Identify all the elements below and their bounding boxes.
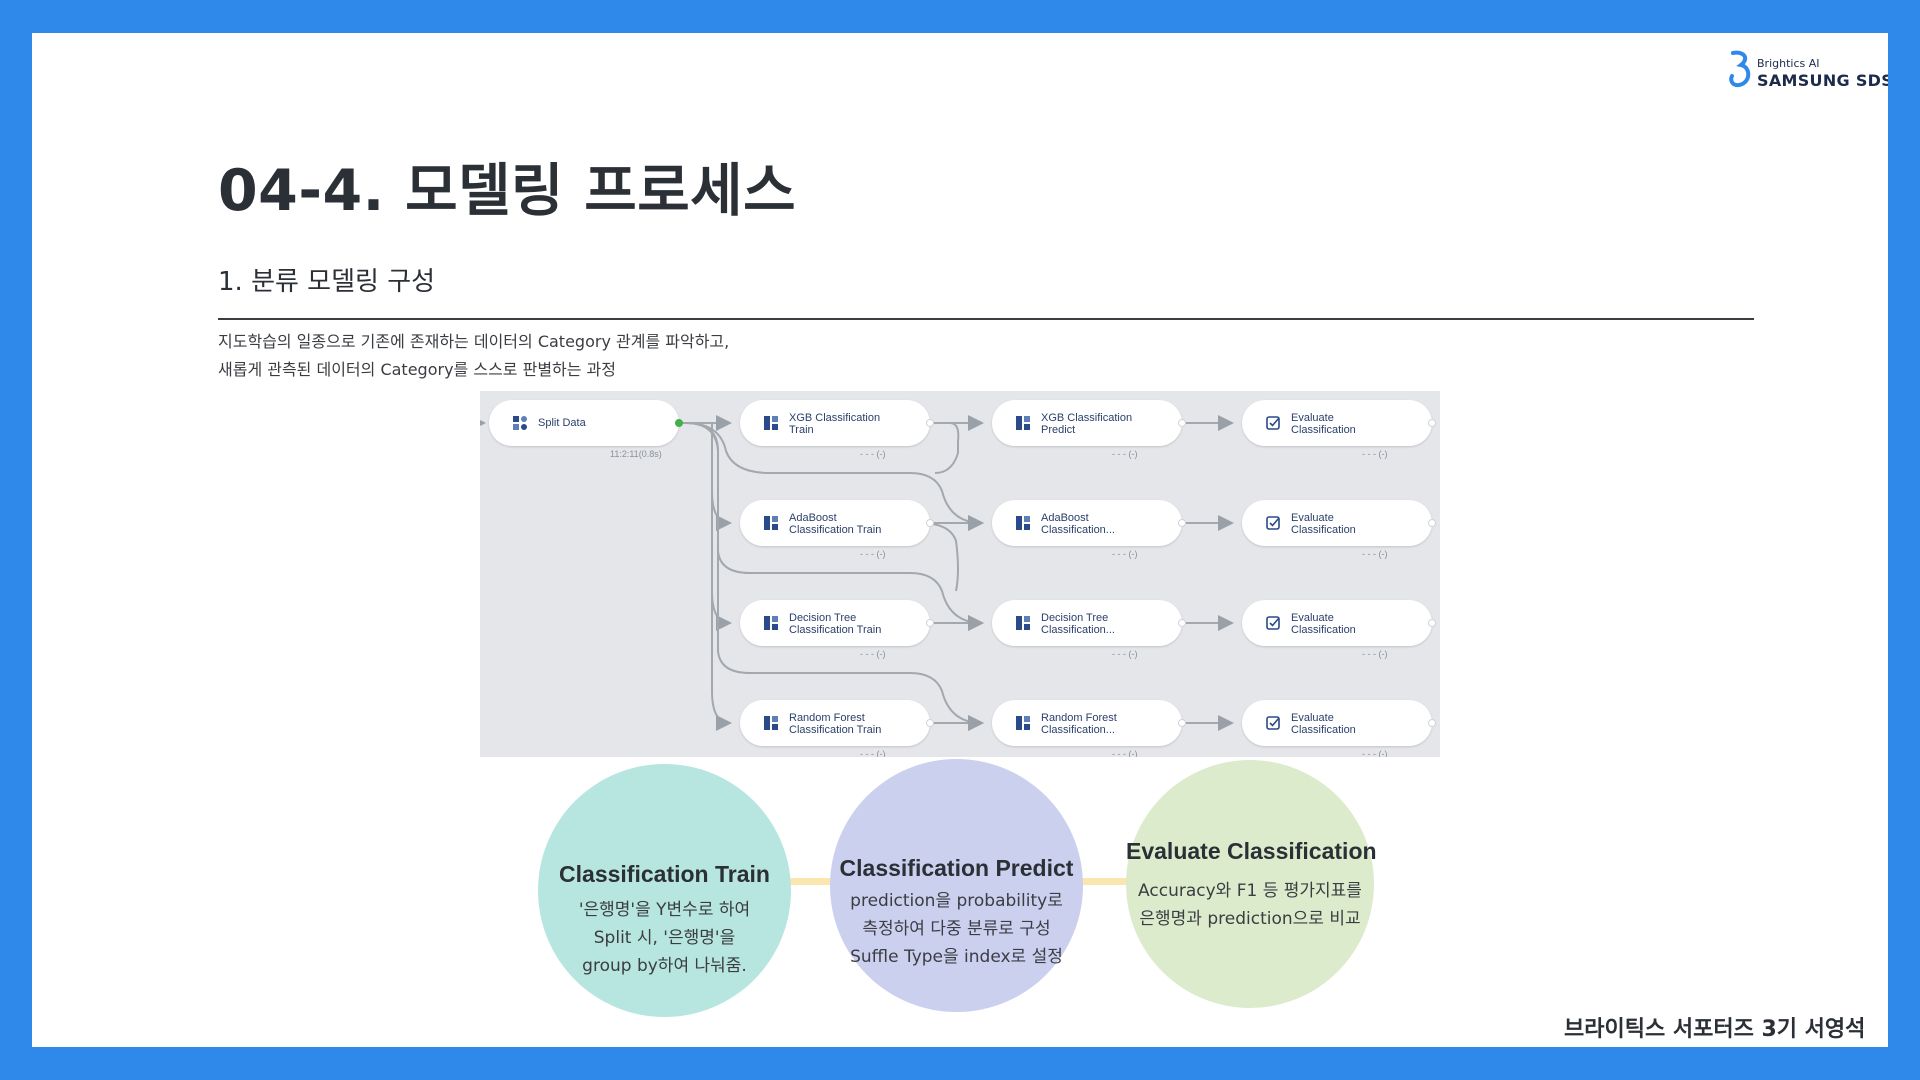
description: 지도학습의 일종으로 기존에 존재하는 데이터의 Category 관계를 파악… [218,328,729,384]
node-meta: - - - (-) [1112,649,1138,659]
step-connector [1072,878,1162,885]
step-title: Evaluate Classification [1126,838,1377,864]
node-evaluate-adaboost[interactable]: Evaluate Classification [1242,500,1436,546]
model-icon [764,716,778,730]
node-decision-tree-predict[interactable]: Decision Tree Classification... [992,600,1186,646]
workflow-diagram: Split Data 11:2:11(0.8s) XGB Classificat… [480,391,1440,757]
slide: Brightics AI SAMSUNG SDS 04-4. 모델링 프로세스 … [32,33,1888,1047]
step-connector [786,878,866,885]
node-label: XGB Classification Train [789,412,881,436]
node-label: Random Forest Classification... [1041,712,1117,736]
node-label: Evaluate Classification [1291,512,1356,536]
node-xgb-train[interactable]: XGB Classification Train [740,400,934,446]
model-icon [1016,416,1030,430]
node-random-forest-train[interactable]: Random Forest Classification Train [740,700,934,746]
checkbox-icon [1266,516,1280,530]
node-label: Evaluate Classification [1291,612,1356,636]
node-label: Random Forest Classification Train [789,712,882,736]
step-title: Classification Predict [839,855,1074,881]
output-port[interactable] [1428,619,1436,627]
node-xgb-predict[interactable]: XGB Classification Predict [992,400,1186,446]
step-title: Classification Train [559,861,770,887]
node-random-forest-predict[interactable]: Random Forest Classification... [992,700,1186,746]
node-meta: - - - (-) [860,549,886,559]
step-evaluate-classification: Evaluate Classification Accuracy와 F1 등 평… [1126,760,1377,1008]
section-divider [218,318,1754,320]
model-icon [764,416,778,430]
output-port[interactable] [926,419,934,427]
model-icon [764,516,778,530]
step-classification-train: Classification Train '은행명'을 Y변수로 하여 Spli… [538,764,791,1017]
node-meta: - - - (-) [860,649,886,659]
output-port[interactable] [1178,519,1186,527]
node-label: Evaluate Classification [1291,712,1356,736]
page-title: 04-4. 모델링 프로세스 [218,158,797,224]
node-evaluate-random-forest[interactable]: Evaluate Classification [1242,700,1436,746]
samsung-sds-logo: Brightics AI SAMSUNG SDS [1727,47,1888,93]
step-text: prediction을 probability로 측정하여 다중 분류로 구성 … [850,891,1063,967]
output-port[interactable] [1428,519,1436,527]
checkbox-icon [1266,716,1280,730]
brightics-logo-icon [1729,50,1751,88]
node-meta: - - - (-) [860,449,886,459]
node-label: Evaluate Classification [1291,412,1356,436]
logo-subtitle: Brightics AI [1757,57,1820,70]
checkbox-icon [1266,416,1280,430]
node-meta: - - - (-) [1362,449,1388,459]
footer-author: 브라이틱스 서포터즈 3기 서영석 [1564,1017,1866,1042]
output-port[interactable] [926,719,934,727]
node-meta: - - - (-) [1112,749,1138,757]
model-icon [764,616,778,630]
output-port[interactable] [1428,719,1436,727]
node-evaluate-xgb[interactable]: Evaluate Classification [1242,400,1436,446]
output-port[interactable] [926,619,934,627]
node-decision-tree-train[interactable]: Decision Tree Classification Train [740,600,934,646]
node-evaluate-decision-tree[interactable]: Evaluate Classification [1242,600,1436,646]
node-meta: - - - (-) [860,749,886,757]
node-meta: 11:2:11(0.8s) [610,449,662,459]
node-meta: - - - (-) [1362,649,1388,659]
node-label: Decision Tree Classification... [1041,612,1115,636]
node-label: AdaBoost Classification... [1041,512,1115,536]
node-adaboost-train[interactable]: AdaBoost Classification Train [740,500,934,546]
node-split-data[interactable]: Split Data [489,400,683,446]
model-icon [1016,616,1030,630]
model-icon [1016,516,1030,530]
step-text: Accuracy와 F1 등 평가지표를 은행명과 prediction으로 비… [1138,881,1362,929]
output-port[interactable] [1178,619,1186,627]
node-meta: - - - (-) [1112,449,1138,459]
description-line-2: 새롭게 관측된 데이터의 Category를 스스로 판별하는 과정 [218,360,617,379]
model-icon [1016,716,1030,730]
output-port[interactable] [675,419,683,427]
output-port[interactable] [926,519,934,527]
description-line-1: 지도학습의 일종으로 기존에 존재하는 데이터의 Category 관계를 파악… [218,332,730,351]
step-classification-predict: Classification Predict prediction을 proba… [830,759,1083,1012]
node-label: Decision Tree Classification Train [789,612,882,636]
checkbox-icon [1266,616,1280,630]
node-label: AdaBoost Classification Train [789,512,882,536]
node-label: Split Data [538,417,586,429]
node-label: XGB Classification Predict [1041,412,1133,436]
output-port[interactable] [1428,419,1436,427]
node-meta: - - - (-) [1112,549,1138,559]
node-meta: - - - (-) [1362,749,1388,757]
step-text: '은행명'을 Y변수로 하여 Split 시, '은행명'을 group by하… [578,900,751,976]
output-port[interactable] [1178,419,1186,427]
output-port[interactable] [1178,719,1186,727]
node-meta: - - - (-) [1362,549,1388,559]
split-data-icon [513,416,527,430]
section-title: 1. 분류 모델링 구성 [218,267,436,297]
node-adaboost-predict[interactable]: AdaBoost Classification... [992,500,1186,546]
logo-brand: SAMSUNG SDS [1757,71,1888,90]
